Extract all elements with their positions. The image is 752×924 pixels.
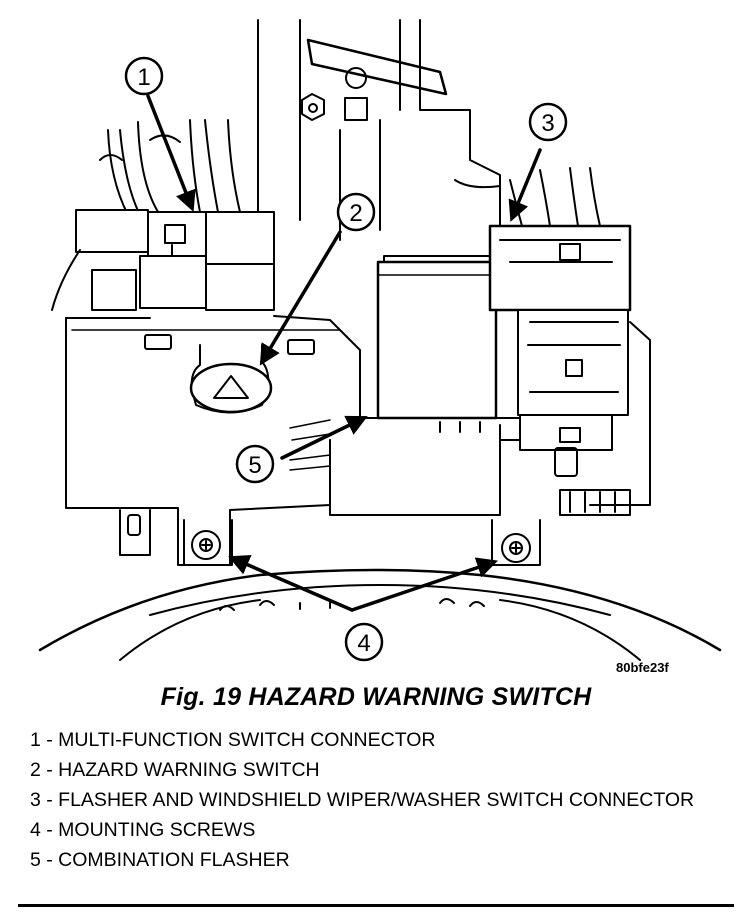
svg-text:4: 4	[357, 630, 370, 657]
steering-column	[257, 19, 501, 241]
mounting-screws	[183, 519, 541, 566]
callout-1: 1	[124, 56, 164, 96]
legend-item: 2 - HAZARD WARNING SWITCH	[30, 759, 320, 781]
hazard-switch-illustration: 1 2 3 4 5	[38, 19, 722, 662]
svg-text:5: 5	[248, 452, 261, 479]
flasher-wiper-connector	[488, 167, 651, 516]
steering-hub	[38, 568, 722, 661]
bottom-divider	[18, 904, 734, 907]
legend-item: 5 - COMBINATION FLASHER	[30, 849, 290, 871]
svg-text:3: 3	[541, 110, 554, 137]
legend-item: 4 - MOUNTING SCREWS	[30, 819, 256, 841]
callouts: 1 2 3 4 5	[124, 56, 568, 662]
figure-title: Fig. 19 HAZARD WARNING SWITCH	[160, 683, 592, 711]
switch-housing	[65, 315, 361, 566]
image-code: 80bfe23f	[616, 660, 669, 675]
combination-flasher	[329, 255, 521, 516]
callout-3: 3	[528, 102, 568, 142]
legend-item: 1 - MULTI-FUNCTION SWITCH CONNECTOR	[30, 729, 436, 751]
legend-list: 1 - MULTI-FUNCTION SWITCH CONNECTOR 2 - …	[30, 730, 730, 880]
multi-function-switch-connector	[51, 119, 275, 311]
leader-arrows	[146, 94, 542, 612]
callout-4: 4	[344, 622, 384, 662]
callout-5: 5	[235, 444, 275, 484]
hazard-switch-button	[189, 344, 273, 414]
legend-item: 3 - FLASHER AND WINDSHIELD WIPER/WASHER …	[30, 789, 695, 811]
svg-text:1: 1	[137, 64, 150, 91]
callout-2: 2	[336, 192, 376, 232]
svg-text:2: 2	[349, 200, 362, 227]
